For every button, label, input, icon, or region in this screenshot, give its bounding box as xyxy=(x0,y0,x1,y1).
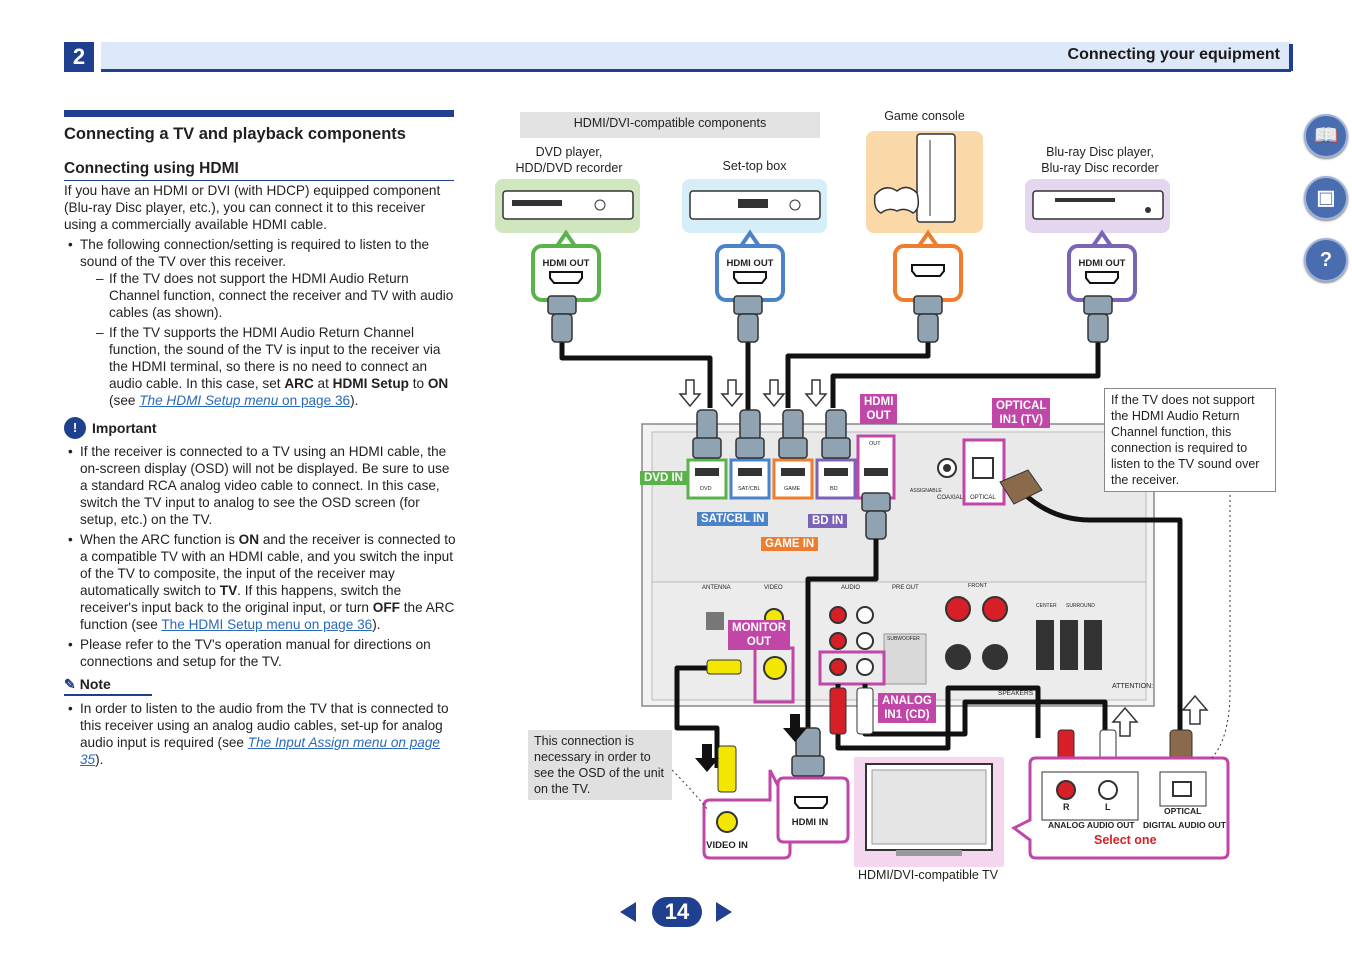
port-label: SAT/CBL xyxy=(738,486,761,492)
tv-label: HDMI/DVI-compatible TV xyxy=(857,868,999,882)
optical-label: OPTICAL xyxy=(1164,806,1202,816)
subheading: Connecting using HDMI xyxy=(64,160,454,181)
r-label: R xyxy=(1063,802,1070,812)
exclamation-icon: ! xyxy=(64,417,86,439)
header-bar-end xyxy=(1289,44,1293,71)
page-number: 14 xyxy=(652,897,702,927)
chapter-badge: 2 xyxy=(64,42,94,72)
port-label: GAME xyxy=(784,486,801,492)
requirements-list: The following connection/setting is requ… xyxy=(64,236,456,409)
optical-in-tag: OPTICAL IN1 (TV) xyxy=(992,398,1051,428)
game-console-icon xyxy=(873,133,956,223)
note-divider xyxy=(64,694,152,696)
settop-box-label: Set-top box xyxy=(722,159,787,173)
sat-cbl-in-tag: SAT/CBL IN xyxy=(697,512,769,526)
page-heading: Connecting a TV and playback components xyxy=(64,110,454,144)
help-icon[interactable]: ? xyxy=(1304,238,1348,282)
arc-note: If the TV does not support the HDMI Audi… xyxy=(1104,388,1276,492)
header-bar xyxy=(101,42,1291,72)
note-heading: ✎ Note xyxy=(64,676,111,692)
hdmi-setup-link[interactable]: The HDMI Setup menu xyxy=(139,393,279,408)
list-item: Please refer to the TV's operation manua… xyxy=(64,636,456,670)
page-36-link[interactable]: on page 36 xyxy=(278,393,351,408)
panel-label: SUBWOOFER xyxy=(887,636,920,642)
analog-in-tag: ANALOG IN1 (CD) xyxy=(878,693,936,723)
game-in-tag: GAME IN xyxy=(761,537,819,551)
panel-label: VIDEO xyxy=(764,585,783,591)
port-label: OPTICAL xyxy=(970,495,996,501)
pencil-icon: ✎ xyxy=(64,676,76,692)
dvd-player-label: DVD player, HDD/DVD recorder xyxy=(515,145,623,175)
note-list: In order to listen to the audio from the… xyxy=(64,700,456,768)
panel-label: ATTENTION: xyxy=(1112,683,1154,690)
important-list: If the receiver is connected to a TV usi… xyxy=(64,443,456,670)
analog-audio-out-label: ANALOG AUDIO OUT xyxy=(1048,820,1135,830)
hdmi-out-label: HDMI OUT xyxy=(1078,258,1126,269)
port-label: OUT xyxy=(869,441,881,447)
section-title: Connecting your equipment xyxy=(1067,46,1280,63)
panel-label: SURROUND xyxy=(1066,603,1095,609)
connection-diagram xyxy=(495,112,1231,867)
remote-icon[interactable]: ▣ xyxy=(1304,176,1348,220)
body-text: If you have an HDMI or DVI (with HDCP) e… xyxy=(64,182,456,771)
hdmi-in-label: HDMI IN xyxy=(791,817,829,828)
hdmi-setup-link[interactable]: The HDMI Setup menu on page 36 xyxy=(161,617,373,632)
dvd-player-icon xyxy=(502,190,634,220)
list-item: The following connection/setting is requ… xyxy=(64,236,456,409)
game-console-label: Game console xyxy=(884,109,965,123)
port-label: ASSIGNABLE xyxy=(910,488,942,494)
monitor-out-tag: MONITOR OUT xyxy=(728,620,791,650)
bluray-label: Blu-ray Disc player, Blu-ray Disc record… xyxy=(1041,145,1159,175)
panel-label: FRONT xyxy=(968,583,987,589)
input-assign-link[interactable]: The Input Assign menu on page 35 xyxy=(80,735,440,767)
triangle-right-icon[interactable] xyxy=(716,902,732,922)
l-label: L xyxy=(1105,802,1111,812)
list-item: When the ARC function is ON and the rece… xyxy=(64,531,456,633)
dvd-in-tag: DVD IN xyxy=(640,471,687,485)
triangle-left-icon[interactable] xyxy=(620,902,636,922)
intro-paragraph: If you have an HDMI or DVI (with HDCP) e… xyxy=(64,183,441,232)
digital-audio-out-label: DIGITAL AUDIO OUT xyxy=(1143,820,1226,830)
panel-label: SPEAKERS xyxy=(998,690,1034,697)
port-label: BD xyxy=(830,486,838,492)
list-item: If the TV does not support the HDMI Audi… xyxy=(80,270,456,321)
bd-in-tag: BD IN xyxy=(808,514,848,528)
port-label: DVD xyxy=(700,486,712,492)
important-heading: ! Important xyxy=(64,417,456,439)
panel-label: PRE OUT xyxy=(892,585,919,591)
panel-label: CENTER xyxy=(1036,603,1057,609)
panel-label: AUDIO xyxy=(841,585,861,591)
select-one-label: Select one xyxy=(1094,833,1157,847)
settop-box-icon xyxy=(689,190,821,220)
panel-label: ANTENNA xyxy=(702,585,731,591)
hdmi-out-tag: HDMI OUT xyxy=(860,394,898,424)
components-group-label: HDMI/DVI-compatible components xyxy=(573,116,767,130)
book-icon[interactable]: 📖 xyxy=(1304,114,1348,158)
video-in-label: VIDEO IN xyxy=(706,840,748,851)
osd-note: This connection is necessary in order to… xyxy=(528,730,672,800)
hdmi-out-label: HDMI OUT xyxy=(542,258,590,269)
list-item: If the TV supports the HDMI Audio Return… xyxy=(80,324,456,409)
list-item: If the receiver is connected to a TV usi… xyxy=(64,443,456,528)
hdmi-out-label: HDMI OUT xyxy=(726,258,774,269)
list-item: In order to listen to the audio from the… xyxy=(64,700,456,768)
port-label: COAXIAL xyxy=(937,495,964,501)
bluray-player-icon xyxy=(1032,190,1164,220)
